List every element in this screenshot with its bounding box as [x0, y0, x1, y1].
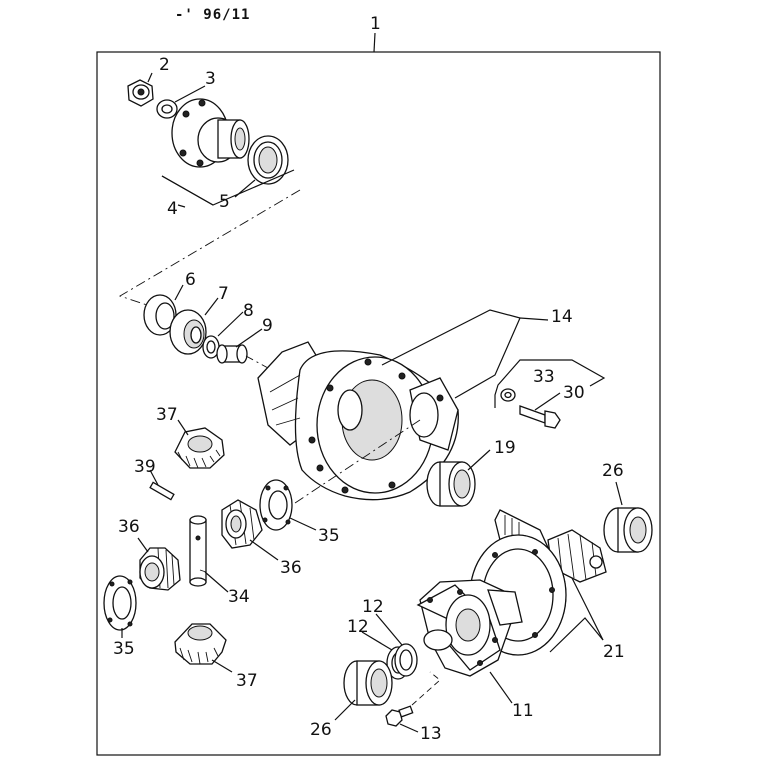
callout-33: 33: [533, 367, 555, 387]
thrust-washer-35-left: [103, 575, 137, 631]
callout-12-bottom: 12: [347, 617, 369, 637]
callout-21: 21: [603, 642, 625, 662]
companion-flange: [171, 98, 250, 168]
callout-37-top: 37: [156, 405, 178, 425]
washer-33: [500, 388, 516, 402]
callout-30: 30: [563, 383, 585, 403]
callout-19: 19: [494, 438, 516, 458]
callout-14: 14: [551, 307, 573, 327]
shims-12: [386, 643, 418, 680]
washer-3: [156, 99, 178, 119]
differential-carrier: [257, 341, 459, 501]
bolt-30: [519, 405, 561, 429]
callout-12-top: 12: [362, 597, 384, 617]
bearing-cup-6: [143, 294, 177, 336]
callout-7: 7: [218, 284, 229, 304]
callout-36-right: 36: [280, 558, 302, 578]
pinion-gear-36-left: [139, 547, 181, 591]
side-bearing-19: [426, 461, 476, 507]
callout-11: 11: [512, 701, 534, 721]
callout-1: 1: [370, 14, 381, 34]
callout-4: 4: [167, 199, 178, 219]
bearing-26-right: [603, 507, 653, 553]
callout-37-bottom: 37: [236, 671, 258, 691]
cross-shaft-34: [189, 515, 207, 587]
callout-26-left: 26: [310, 720, 332, 740]
bearing-26-left: [343, 660, 393, 706]
assembly-frame: [96, 51, 661, 756]
callout-36-left: 36: [118, 517, 140, 537]
pinion-gear-36-right: [221, 499, 263, 549]
side-gear-37-top: [174, 427, 225, 469]
callout-8: 8: [243, 301, 254, 321]
flange-nut: [127, 79, 154, 107]
callout-35-left: 35: [113, 639, 135, 659]
callout-39: 39: [134, 457, 156, 477]
bearing-7: [169, 309, 207, 355]
callout-13: 13: [420, 724, 442, 744]
shim-8: [202, 335, 220, 359]
callout-3: 3: [205, 69, 216, 89]
thrust-washer-35-right: [259, 479, 293, 531]
bolt-13: [385, 705, 414, 727]
differential-case: [416, 579, 523, 677]
callout-9: 9: [262, 316, 273, 336]
callout-26-right: 26: [602, 461, 624, 481]
side-gear-37-bottom: [174, 623, 227, 665]
oil-seal-5: [247, 135, 289, 185]
callout-34: 34: [228, 587, 250, 607]
callout-35-right: 35: [318, 526, 340, 546]
callout-5: 5: [219, 192, 230, 212]
callout-6: 6: [185, 270, 196, 290]
revision-code: -' 96/11: [175, 7, 250, 23]
spacer-9: [216, 344, 248, 364]
callout-2: 2: [159, 55, 170, 75]
lock-pin-39: [149, 481, 175, 501]
